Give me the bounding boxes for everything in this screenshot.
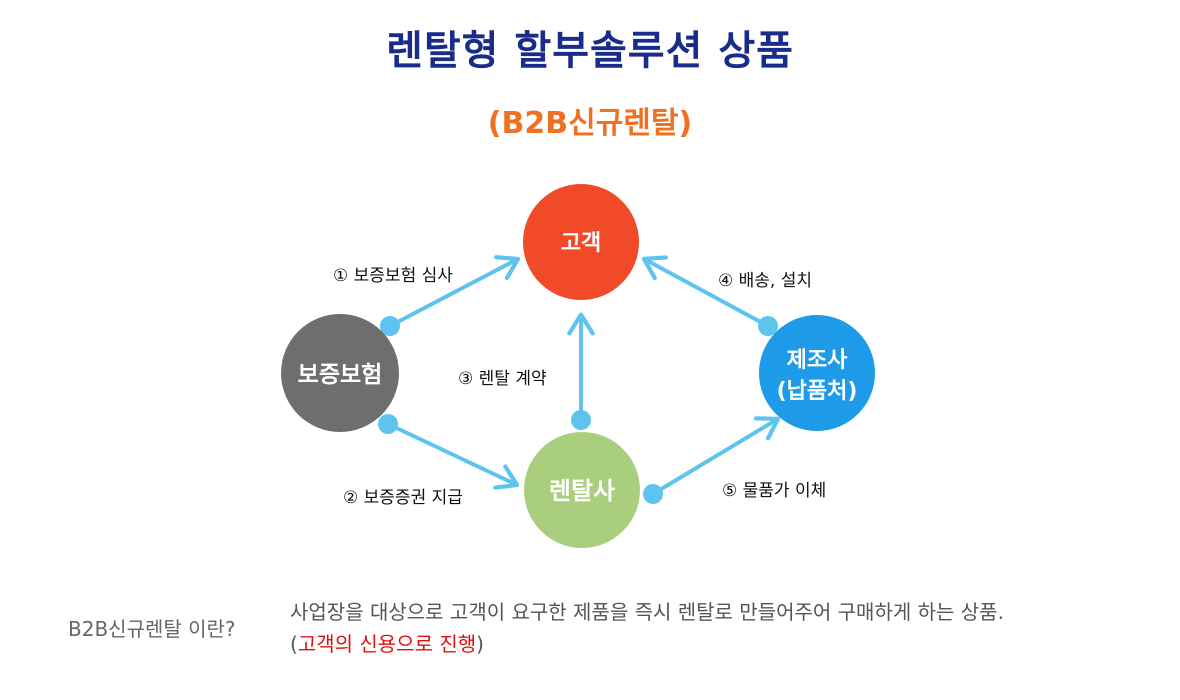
- footer-note: (고객의 신용으로 진행): [290, 628, 484, 657]
- node-customer: 고객: [523, 184, 639, 300]
- arrow-start-dot-5: [643, 484, 663, 504]
- node-manufacturer: 제조사 (납품처): [759, 315, 875, 431]
- node-rental: 렌탈사: [524, 432, 640, 548]
- node-manufacturer-label-line2: (납품처): [777, 379, 858, 404]
- arrow-insurance-to-customer: [389, 255, 521, 328]
- node-manufacturer-label-line1: 제조사: [787, 348, 848, 373]
- page-title: 렌탈형 할부솔루션 상품: [386, 28, 794, 74]
- arrows: [378, 255, 781, 504]
- footer-note-highlight: 고객의 신용으로 진행: [297, 632, 477, 656]
- edge-label-step3: ③ 렌탈 계약: [458, 369, 547, 389]
- footer-note-close: ): [476, 632, 484, 656]
- node-insurance: 보증보험: [281, 314, 399, 432]
- node-customer-label: 고객: [561, 231, 601, 256]
- edge-label-step4: ④ 배송, 설치: [718, 271, 812, 291]
- edge-label-step5: ⑤ 물품가 이체: [722, 481, 826, 501]
- arrow-manufacturer-to-customer: [641, 255, 769, 328]
- edge-label-step2: ② 보증증권 지급: [343, 488, 463, 508]
- node-insurance-label: 보증보험: [298, 362, 383, 388]
- arrow-start-dot-4: [758, 316, 778, 336]
- node-rental-label: 렌탈사: [549, 477, 615, 505]
- edge-label-step1: ① 보증보험 심사: [333, 266, 453, 286]
- page-subtitle: (B2B신규렌탈): [487, 106, 693, 141]
- arrow-insurance-to-rental: [387, 422, 520, 490]
- arrow-start-dot-3: [571, 410, 591, 430]
- footer-note-open: (: [290, 632, 298, 656]
- arrow-start-dot-1: [380, 316, 400, 336]
- footer-description: 사업장을 대상으로 고객이 요구한 제품을 즉시 렌탈로 만들어주어 구매하게 …: [290, 600, 1004, 624]
- footer-question: B2B신규렌탈 이란?: [68, 617, 236, 641]
- arrow-start-dot-2: [378, 414, 398, 434]
- arrow-rental-to-manufacturer: [651, 416, 781, 496]
